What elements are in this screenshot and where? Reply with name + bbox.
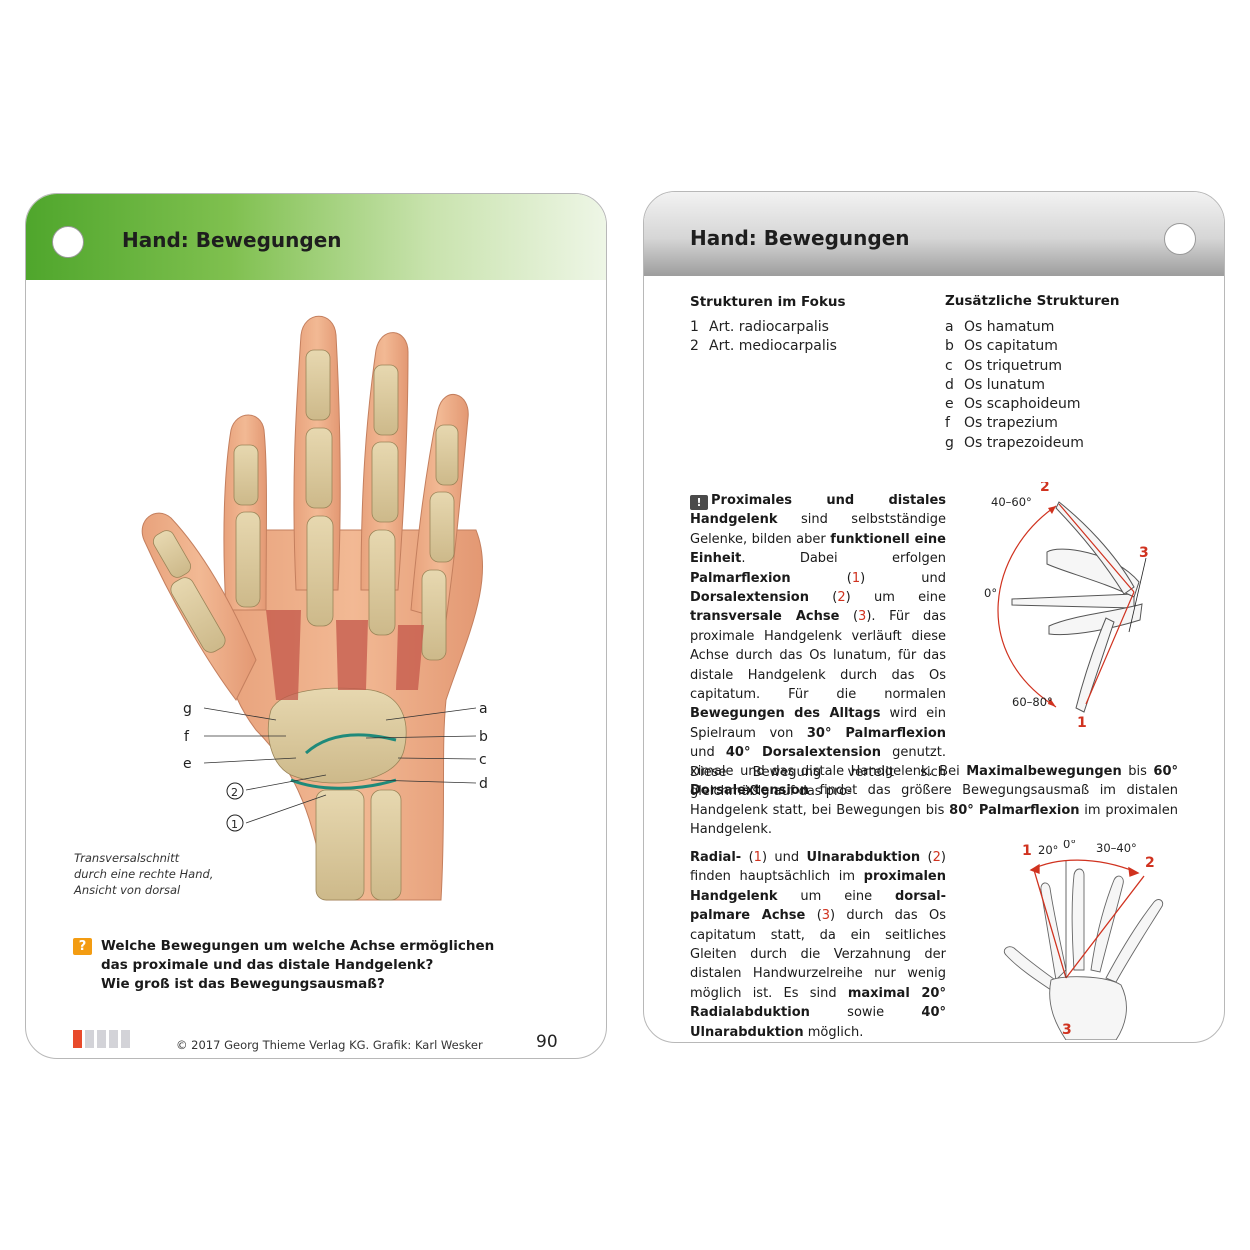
label-b: b bbox=[479, 729, 488, 745]
number-2-label: 2 bbox=[1145, 855, 1155, 871]
angle-labels: 20° 0° 30–40° bbox=[1038, 840, 1137, 857]
hand-outlines bbox=[1011, 501, 1143, 713]
copyright-notice: © 2017 Georg Thieme Verlag KG. Grafik: K… bbox=[176, 1038, 483, 1052]
progress-segment bbox=[97, 1030, 106, 1048]
progress-indicator bbox=[73, 1030, 130, 1048]
axis-lines bbox=[1058, 503, 1147, 705]
focus-heading: Strukturen im Fokus bbox=[690, 294, 846, 310]
angle-bottom-label: 60–80° bbox=[1012, 695, 1053, 709]
paragraph-abduktion: Radial- (1) und Ulnarabduktion (2) finde… bbox=[690, 850, 946, 1040]
page-number: 90 bbox=[536, 1032, 558, 1052]
figure-labels: a b c d g f e 2 1 bbox=[183, 701, 488, 832]
number-1-label: 1 bbox=[1022, 843, 1032, 859]
angle-labels: 40–60° 0° 60–80° bbox=[984, 495, 1053, 709]
bones bbox=[153, 349, 459, 901]
angle-zero-label: 0° bbox=[1063, 840, 1076, 851]
number-3-label: 3 bbox=[1062, 1022, 1072, 1038]
progress-segment bbox=[109, 1030, 118, 1048]
angle-zero-label: 0° bbox=[984, 586, 997, 600]
axis-lines bbox=[1029, 859, 1145, 979]
number-2-label: 2 bbox=[1040, 482, 1050, 495]
angle-20-label: 20° bbox=[1038, 843, 1058, 857]
paragraph-maximal: ximale und das distale Handgelenk. Bei M… bbox=[690, 764, 1178, 838]
extra-heading: Zusätzliche Strukturen bbox=[945, 293, 1120, 309]
muscles bbox=[266, 610, 424, 700]
angle-top-label: 40–60° bbox=[991, 495, 1032, 509]
label-circled-1: 1 bbox=[231, 818, 238, 831]
label-a: a bbox=[479, 701, 488, 717]
card-header bbox=[644, 192, 1224, 276]
label-g: g bbox=[183, 701, 192, 717]
punch-hole bbox=[52, 226, 84, 258]
flexion-extension-diagram: 40–60° 0° 60–80° 2 3 1 bbox=[984, 482, 1149, 731]
info-icon: ! bbox=[690, 495, 708, 510]
number-labels: 2 3 1 bbox=[1040, 482, 1149, 731]
progress-segment bbox=[85, 1030, 94, 1048]
flashcard-front: Hand: Bewegungen bbox=[25, 193, 607, 1059]
question-text: Welche Bewegungen um welche Achse ermögl… bbox=[101, 938, 495, 992]
figure-caption: Transversalschnitt durch eine rechte Han… bbox=[74, 851, 214, 897]
card-title: Hand: Bewegungen bbox=[690, 226, 910, 250]
number-1-label: 1 bbox=[1077, 715, 1087, 731]
abduction-diagram: 20° 0° 30–40° 1 2 3 bbox=[1003, 840, 1164, 1040]
question-icon: ? bbox=[73, 938, 92, 955]
motion-arc bbox=[997, 505, 1057, 708]
card-title: Hand: Bewegungen bbox=[122, 228, 342, 252]
pointer-lines bbox=[203, 707, 477, 824]
progress-segment bbox=[73, 1030, 82, 1048]
label-circled-2: 2 bbox=[231, 786, 238, 799]
progress-segment bbox=[121, 1030, 130, 1048]
hand-cross-section-illustration: a b c d g f e 2 1 bbox=[141, 315, 488, 901]
label-f: f bbox=[184, 729, 190, 745]
paragraph-flexion: !Proximales und distales Handgelenk sind… bbox=[690, 493, 946, 800]
number-3-label: 3 bbox=[1139, 545, 1149, 561]
label-c: c bbox=[479, 752, 487, 768]
card-header bbox=[26, 194, 606, 280]
number-labels: 1 2 3 bbox=[1022, 843, 1155, 1038]
punch-hole bbox=[1164, 223, 1196, 255]
label-d: d bbox=[479, 776, 488, 792]
label-e: e bbox=[183, 756, 192, 772]
angle-30-40-label: 30–40° bbox=[1096, 841, 1137, 855]
